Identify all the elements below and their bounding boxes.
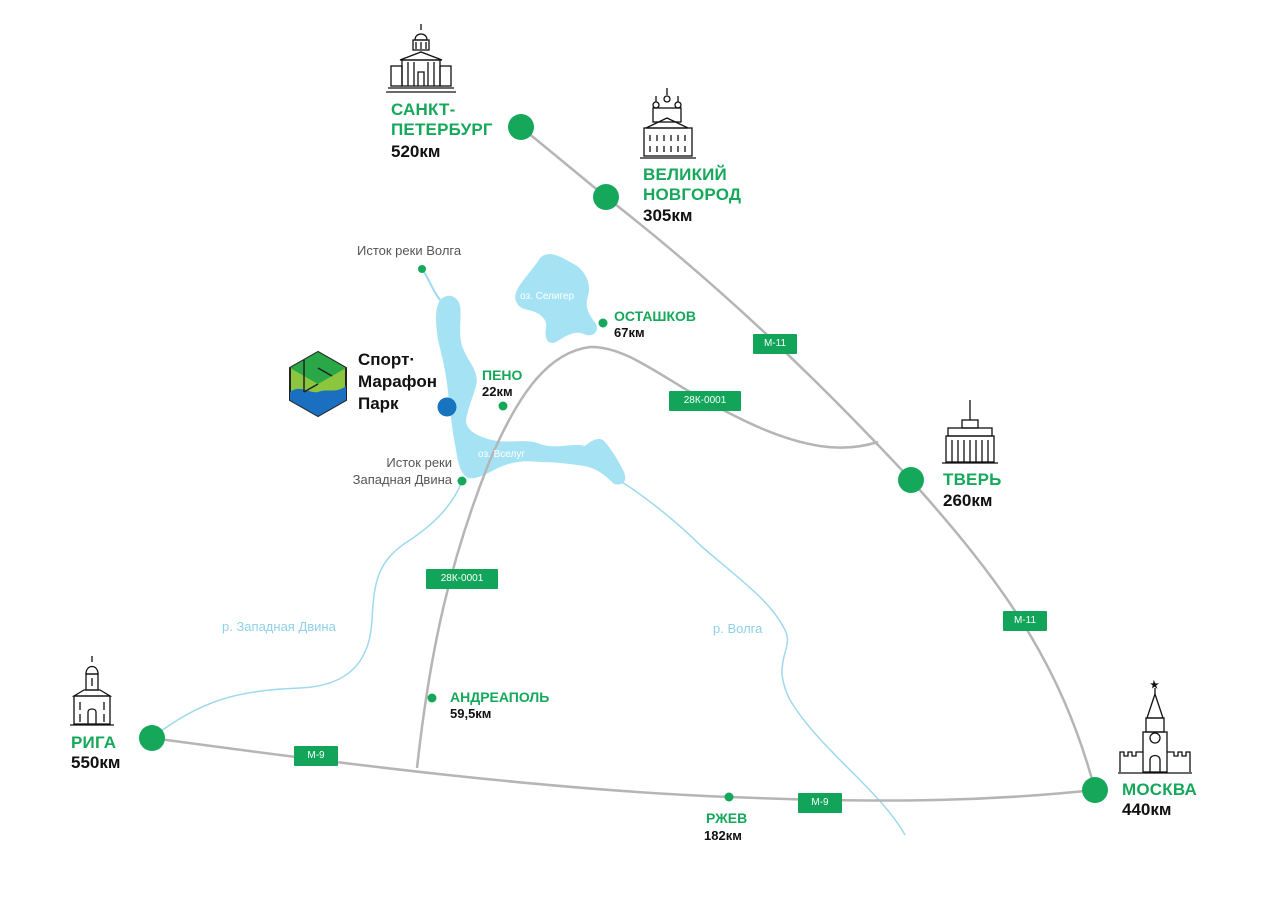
spb-distance: 520км — [391, 142, 441, 161]
river-zapadnaya-dvina — [151, 480, 463, 739]
andreapol-name: АНДРЕАПОЛЬ — [450, 689, 550, 705]
ostashkov-marker[interactable] — [598, 318, 608, 328]
riga-marker[interactable] — [139, 725, 165, 751]
andreapol-marker[interactable] — [427, 693, 437, 703]
dvina-source-label-line1: Исток реки — [386, 455, 452, 470]
road-badge-m9-west: М-9 — [294, 746, 338, 766]
river-volga — [621, 481, 906, 836]
riga-distance: 550км — [71, 753, 121, 772]
moscow-marker[interactable] — [1082, 777, 1108, 803]
road-28k-0001-south — [415, 345, 591, 769]
road-badge-m11-north: М-11 — [753, 334, 797, 354]
lake-vselug-label: оз. Вселуг — [478, 449, 525, 460]
logo-line-1: Спорт· — [358, 350, 416, 369]
river-dvina-label: р. Западная Двина — [222, 619, 336, 634]
rzhev-distance: 182км — [704, 828, 742, 843]
road-badge-28k-south: 28К-0001 — [426, 569, 498, 589]
novgorod-name-line1: ВЕЛИКИЙ — [643, 165, 727, 184]
peno-distance: 22км — [482, 384, 513, 399]
andreapol-distance: 59,5км — [450, 706, 492, 721]
road-badge-28k-east: 28К-0001 — [669, 391, 741, 411]
sport-marathon-park-logo-icon — [289, 350, 347, 418]
peno-marker[interactable] — [498, 401, 508, 411]
logo-line-3: Парк — [358, 394, 399, 413]
road-28k-0001-east — [589, 345, 879, 449]
kremlin-church-icon — [640, 88, 696, 159]
river-volga-label: р. Волга — [713, 621, 763, 636]
tver-marker[interactable] — [898, 467, 924, 493]
riga-name: РИГА — [71, 733, 117, 752]
spb-marker[interactable] — [508, 114, 534, 140]
spb-name-line2: ПЕТЕРБУРГ — [391, 120, 493, 139]
spasskaya-tower-icon — [1118, 679, 1192, 774]
moscow-name: МОСКВА — [1122, 780, 1197, 799]
ostashkov-name: ОСТАШКОВ — [614, 308, 697, 324]
spb-name-line1: САНКТ- — [391, 100, 456, 119]
novgorod-distance: 305км — [643, 206, 693, 225]
volga-source-label: Исток реки Волга — [357, 243, 462, 258]
lake-seliger — [515, 254, 598, 344]
moscow-distance: 440км — [1122, 800, 1172, 819]
road-badge-m9-east: М-9 — [798, 793, 842, 813]
logo-line-2: Марафон — [358, 372, 437, 391]
novgorod-name-line2: НОВГОРОД — [643, 185, 742, 204]
tver-name: ТВЕРЬ — [943, 470, 1002, 489]
lake-volga-system — [436, 295, 626, 485]
palace-icon — [942, 400, 998, 464]
rzhev-marker[interactable] — [724, 792, 734, 802]
cathedral-icon — [386, 24, 456, 93]
rzhev-name: РЖЕВ — [706, 810, 748, 826]
peno-name: ПЕНО — [482, 367, 523, 383]
ostashkov-distance: 67км — [614, 325, 645, 340]
lake-seliger-label: оз. Селигер — [520, 291, 575, 302]
dvina-source-label-line2: Западная Двина — [352, 472, 452, 487]
road-badge-m11-south: М-11 — [1003, 611, 1047, 631]
river-volga-upper — [421, 268, 441, 301]
riga-church-icon — [70, 656, 114, 726]
tver-distance: 260км — [943, 491, 993, 510]
park-location-marker[interactable] — [437, 397, 457, 417]
novgorod-marker[interactable] — [593, 184, 619, 210]
volga-source-marker[interactable] — [418, 265, 426, 273]
dvina-source-marker[interactable] — [457, 476, 467, 486]
